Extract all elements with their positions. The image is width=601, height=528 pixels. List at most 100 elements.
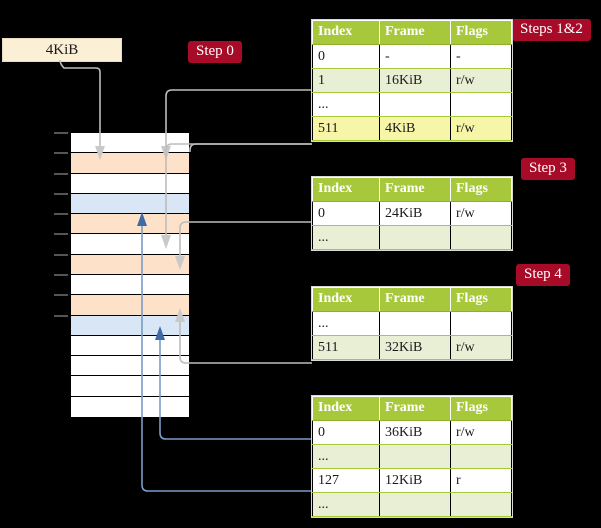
- table-row: ...: [312, 444, 512, 469]
- badge-steps-1-2-label: Steps 1&2: [520, 21, 583, 37]
- col-header-index: Index: [312, 287, 380, 312]
- cell-flags: [450, 444, 512, 469]
- table-header-row: Index Frame Flags: [312, 177, 512, 202]
- cell-frame: [379, 225, 451, 250]
- memory-scale-tick: [54, 253, 68, 256]
- page-table-bottom: Index Frame Flags 0 36KiB r/w ... 127 12…: [312, 396, 512, 517]
- cell-index: 0: [312, 201, 380, 226]
- table-row-highlighted: 511 4KiB r/w: [312, 116, 512, 141]
- memory-frame-row: [71, 376, 189, 397]
- memory-frame-row: [71, 234, 189, 255]
- memory-frame-row: [71, 173, 189, 194]
- cell-frame: [379, 311, 451, 336]
- cell-flags: r/w: [450, 335, 512, 360]
- cell-frame: 4KiB: [379, 116, 451, 141]
- table-row: 511 32KiB r/w: [312, 335, 512, 360]
- memory-frame-row: [71, 396, 189, 417]
- page-table-steps-1-2: Index Frame Flags 0 - - 1 16KiB r/w ...: [312, 20, 512, 141]
- cell-frame: [379, 492, 451, 517]
- col-header-flags: Flags: [450, 396, 512, 421]
- col-header-frame: Frame: [379, 287, 451, 312]
- col-header-index: Index: [312, 20, 380, 45]
- page-table-step-3: Index Frame Flags 0 24KiB r/w ...: [312, 177, 512, 250]
- cell-frame: 32KiB: [379, 335, 451, 360]
- cell-index: ...: [312, 311, 380, 336]
- cell-index: 0: [312, 420, 380, 445]
- cell-frame: 36KiB: [379, 420, 451, 445]
- memory-frame-row: [71, 133, 189, 154]
- cell-index: ...: [312, 444, 380, 469]
- col-header-frame: Frame: [379, 177, 451, 202]
- cell-index: ...: [312, 225, 380, 250]
- badge-step-0-label: Step 0: [196, 43, 234, 59]
- physical-memory-column: [70, 132, 190, 417]
- cell-index: 511: [312, 116, 380, 141]
- table-row: ...: [312, 225, 512, 250]
- cell-frame: 24KiB: [379, 201, 451, 226]
- col-header-flags: Flags: [450, 20, 512, 45]
- cell-flags: r: [450, 468, 512, 493]
- col-header-index: Index: [312, 177, 380, 202]
- cell-flags: [450, 92, 512, 117]
- cell-index: ...: [312, 492, 380, 517]
- cell-flags: [450, 225, 512, 250]
- cell-flags: r/w: [450, 201, 512, 226]
- table-row: ...: [312, 311, 512, 336]
- table-row: ...: [312, 92, 512, 117]
- table-row: 1 16KiB r/w: [312, 68, 512, 93]
- col-header-flags: Flags: [450, 177, 512, 202]
- table-row: 0 36KiB r/w: [312, 420, 512, 445]
- cell-frame: 16KiB: [379, 68, 451, 93]
- memory-frame-row: [71, 315, 189, 336]
- cell-flags: r/w: [450, 420, 512, 445]
- cell-index: ...: [312, 92, 380, 117]
- memory-frame-row: [71, 335, 189, 357]
- memory-scale-tick: [54, 233, 68, 236]
- memory-frame-row: [71, 295, 189, 316]
- cell-frame: -: [379, 44, 451, 69]
- badge-step-3: Step 3: [521, 158, 575, 180]
- col-header-index: Index: [312, 396, 380, 421]
- cell-frame: 12KiB: [379, 468, 451, 493]
- source-frame-box: 4KiB: [2, 38, 122, 62]
- memory-scale-tick: [54, 314, 68, 317]
- col-header-frame: Frame: [379, 396, 451, 421]
- table-header-row: Index Frame Flags: [312, 396, 512, 421]
- memory-scale-tick: [54, 152, 68, 155]
- cell-frame: [379, 444, 451, 469]
- memory-frame-row: [71, 153, 189, 174]
- memory-scale-tick: [54, 213, 68, 216]
- memory-scale-tick: [54, 132, 68, 134]
- cell-flags: [450, 311, 512, 336]
- badge-step-3-label: Step 3: [529, 160, 567, 176]
- memory-frame-row: [71, 214, 189, 235]
- cell-flags: [450, 492, 512, 517]
- col-header-flags: Flags: [450, 287, 512, 312]
- cell-index: 511: [312, 335, 380, 360]
- badge-step-4-label: Step 4: [524, 266, 562, 282]
- table-row: 0 - -: [312, 44, 512, 69]
- table-row: ...: [312, 492, 512, 517]
- source-frame-label: 4KiB: [45, 42, 79, 58]
- col-header-frame: Frame: [379, 20, 451, 45]
- memory-frame-row: [71, 275, 189, 296]
- cell-flags: r/w: [450, 116, 512, 141]
- table-header-row: Index Frame Flags: [312, 287, 512, 312]
- cell-index: 0: [312, 44, 380, 69]
- memory-frame-row: [71, 356, 189, 377]
- memory-scale-tick: [54, 294, 68, 297]
- table-row: 127 12KiB r: [312, 468, 512, 493]
- cell-index: 127: [312, 468, 380, 493]
- page-table-step-4: Index Frame Flags ... 511 32KiB r/w: [312, 287, 512, 360]
- memory-scale-tick: [54, 192, 68, 195]
- cell-index: 1: [312, 68, 380, 93]
- cell-frame: [379, 92, 451, 117]
- memory-frame-row: [71, 193, 189, 215]
- badge-steps-1-2: Steps 1&2: [512, 19, 591, 41]
- table-header-row: Index Frame Flags: [312, 20, 512, 45]
- memory-frame-row: [71, 254, 189, 275]
- memory-scale-tick: [54, 274, 68, 276]
- cell-flags: -: [450, 44, 512, 69]
- badge-step-0: Step 0: [188, 41, 242, 63]
